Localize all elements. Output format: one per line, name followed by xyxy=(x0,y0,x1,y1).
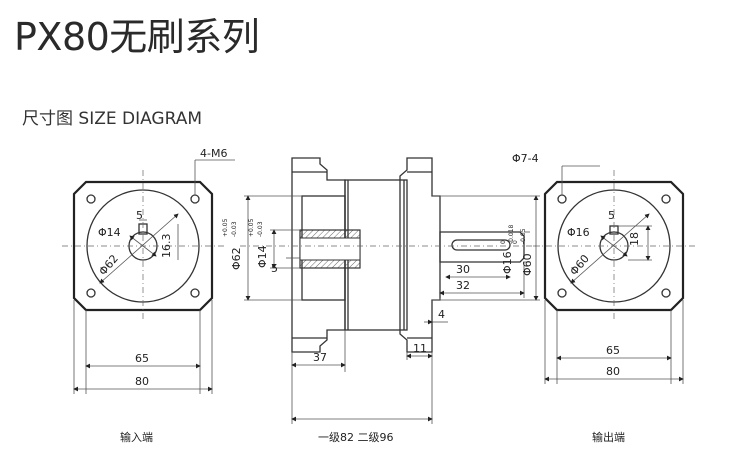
output-key-label: 5 xyxy=(608,209,615,222)
side-key-label: 5 xyxy=(271,262,278,275)
input-holes-label: 4-M6 xyxy=(200,147,227,160)
side-pilot-tol-upper: +0.05 xyxy=(222,218,229,237)
input-end-caption: 输入端 xyxy=(120,430,153,444)
output-mount-hole xyxy=(661,194,671,204)
side-shaft-key-length: 30 xyxy=(456,263,470,276)
output-key-height: 18 xyxy=(628,232,641,246)
side-shaft-length: 32 xyxy=(456,279,470,292)
side-pilot-tol-lower: -0.03 xyxy=(231,221,238,237)
side-input-length: 37 xyxy=(313,351,327,364)
output-mount-hole xyxy=(661,288,671,298)
side-bore-tol-upper: +0.05 xyxy=(248,218,255,237)
side-output-shaft xyxy=(439,231,525,263)
side-output-flange xyxy=(399,157,441,353)
output-inner-width: 65 xyxy=(606,344,620,357)
input-bore-label: Φ14 xyxy=(98,226,121,239)
side-bore-dia: Φ14 xyxy=(256,245,269,268)
output-end-caption: 输出端 xyxy=(592,430,625,444)
output-holes-label: Φ7-4 xyxy=(512,152,539,165)
side-flange-gap: 4 xyxy=(438,308,445,321)
side-output-pilot-tol-lower: -0.05 xyxy=(520,228,527,244)
side-shaft-dia: Φ16 xyxy=(501,251,514,274)
input-outer-width: 80 xyxy=(135,375,149,388)
side-flange-thickness: 11 xyxy=(413,342,427,355)
side-shaft-keyway xyxy=(451,239,511,251)
input-mount-hole xyxy=(86,288,96,298)
section-subtitle: 尺寸图 SIZE DIAGRAM xyxy=(22,109,203,129)
output-outer-width: 80 xyxy=(606,365,620,378)
side-bore-tol-lower: -0.03 xyxy=(257,221,264,237)
output-pcd-label: Φ60 xyxy=(567,252,592,278)
side-shaft-tol-lower: -0.018 xyxy=(508,224,515,244)
side-pilot-dia: Φ62 xyxy=(230,247,243,270)
input-mount-hole xyxy=(86,194,96,204)
input-inner-width: 65 xyxy=(135,352,149,365)
side-shaft-tol-upper: 0 xyxy=(500,240,507,244)
side-view: Φ62 +0.05 -0.03 Φ14 +0.05 -0.03 5 37 11 … xyxy=(222,157,540,444)
page-title: PX80无刷系列 xyxy=(14,15,260,59)
side-view-caption: 一级82 二级96 xyxy=(318,431,394,444)
input-key-label: 5 xyxy=(136,209,143,222)
output-mount-hole xyxy=(557,194,567,204)
side-output-pilot-dia: Φ60 xyxy=(521,253,534,276)
input-keydepth-label: 16.3 xyxy=(160,234,173,259)
input-mount-hole xyxy=(190,288,200,298)
side-output-pilot-tol-upper: 0 xyxy=(512,240,519,244)
input-pcd-label: Φ62 xyxy=(96,252,121,278)
input-mount-hole xyxy=(190,194,200,204)
output-shaft-label: Φ16 xyxy=(567,226,590,239)
input-end-view: 4-M6 Φ14 5 16.3 Φ62 65 80 输入端 xyxy=(62,147,235,444)
output-mount-hole xyxy=(557,288,567,298)
